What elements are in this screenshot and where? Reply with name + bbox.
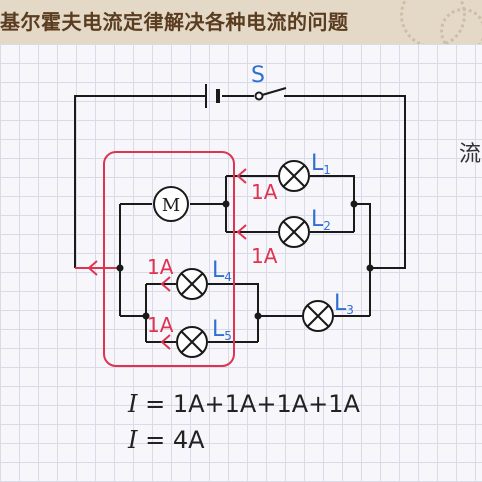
wire-top-right [284, 95, 406, 269]
circuit-wires [74, 95, 406, 343]
banner-title: 基尔霍夫电流定律解决各种电流的问题 [0, 10, 349, 34]
side-text: 流 [459, 142, 482, 167]
wire-l1-right [310, 175, 355, 232]
junctions [116, 200, 374, 320]
grid-canvas [0, 44, 482, 482]
motor-label: M [162, 195, 180, 216]
formula-expression: = 4A [137, 426, 205, 454]
junction-dot [142, 312, 150, 320]
lamp-icon-l1 [278, 160, 310, 192]
junction-dot [350, 200, 358, 208]
lamp-icon-l3 [302, 300, 334, 332]
wire-right-node [354, 203, 371, 316]
wire-l4-right [208, 283, 259, 342]
current-label: 1A [147, 255, 174, 279]
junction-dot [222, 200, 230, 208]
wire-top-left [74, 95, 205, 268]
arrow-l1 [236, 168, 247, 184]
lamp-label-l3: L3 [334, 291, 354, 317]
current-label: 1A [147, 313, 174, 337]
current-arrows [87, 168, 247, 350]
switch-label: S [251, 63, 265, 88]
arrow-l4 [160, 276, 171, 292]
lamp-label-l2: L2 [311, 207, 331, 233]
lamp-label-l5: L5 [212, 317, 232, 343]
formula-expression: = 1A+1A+1A+1A [137, 390, 360, 418]
highlight-box [103, 151, 235, 367]
battery-icon [205, 84, 220, 108]
current-labels: 1A 1A 1A 1A [147, 180, 278, 337]
junction-dot [254, 312, 262, 320]
current-label: 1A [251, 244, 278, 268]
lamp-icon-l5 [176, 326, 208, 358]
formula-line-1: I = 1A+1A+1A+1A [128, 390, 360, 418]
formula-variable: I [128, 390, 138, 418]
title-banner: 基尔霍夫电流定律解决各种电流的问题 [0, 0, 482, 54]
lamp-label-l4: L4 [212, 258, 232, 284]
arrow-l5 [160, 334, 171, 350]
formula-variable: I [128, 426, 138, 454]
formula-line-2: I = 4A [128, 426, 205, 454]
current-label: 1A [251, 180, 278, 204]
lamps [176, 160, 334, 358]
arrow-return [87, 260, 98, 276]
junction-dot [366, 264, 374, 272]
lamp-labels: L1 L2 L3 L4 L5 [212, 151, 354, 343]
lamp-icon-l4 [176, 268, 208, 300]
motor-icon [153, 186, 189, 222]
switch-icon [254, 87, 287, 101]
arrow-l2 [236, 224, 247, 240]
lamp-label-l1: L1 [311, 151, 331, 177]
junction-dot [116, 264, 124, 272]
lamp-icon-l2 [278, 216, 310, 248]
